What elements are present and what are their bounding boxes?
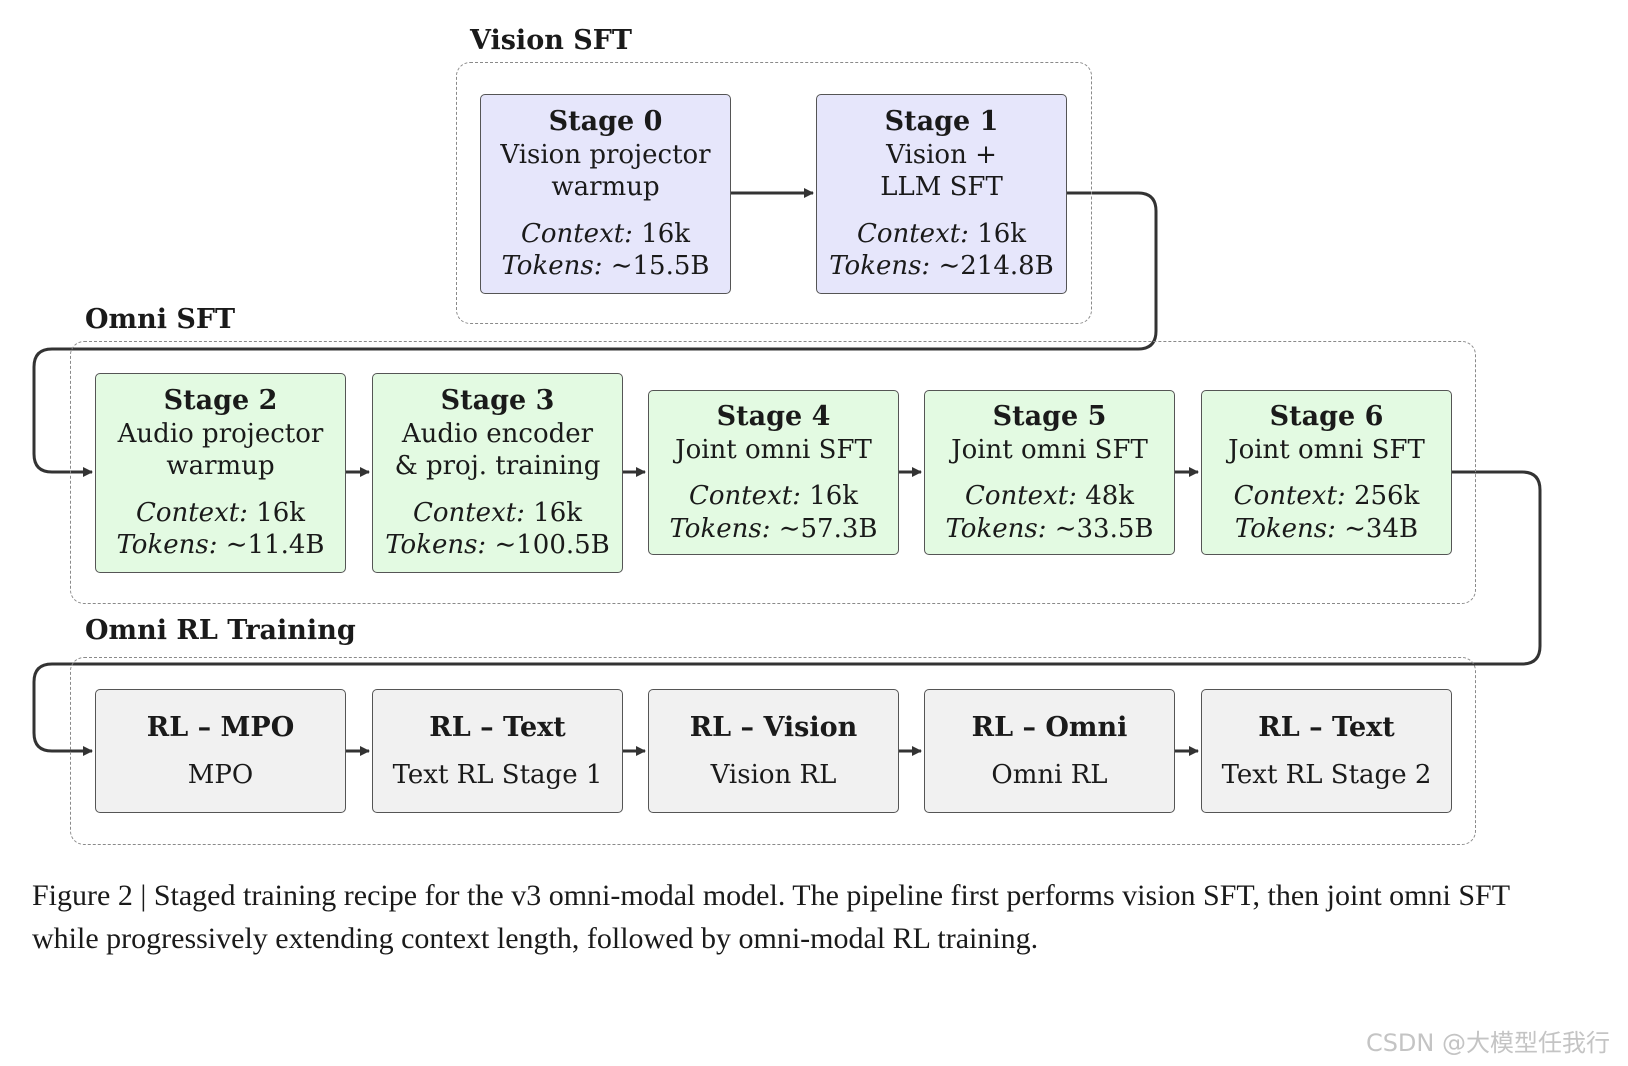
stage-4-meta: Context: 16k Tokens: ∼57.3B — [669, 480, 877, 545]
vision-sft-group — [456, 62, 1092, 324]
context-label: Context: — [856, 218, 969, 249]
tokens-label: Tokens: — [501, 251, 603, 282]
stage-0-context: 16k — [641, 218, 691, 249]
rl-stage-3-title: RL – Vision — [689, 711, 858, 743]
stage-1-desc: Vision + LLM SFT — [880, 139, 1003, 203]
rl-stage-4-box: RL – Omni Omni RL — [924, 689, 1175, 813]
arrow-stage6-to-rl-mpo — [32, 470, 1542, 756]
rl-stage-3-desc: Vision RL — [710, 759, 837, 790]
context-label: Context: — [135, 497, 248, 528]
tokens-label: Tokens: — [945, 513, 1047, 544]
stage-3-desc: Audio encoder & proj. training — [394, 418, 601, 482]
vision-sft-title: Vision SFT — [470, 25, 632, 56]
stage-6-desc: Joint omni SFT — [1228, 434, 1425, 465]
stage-3-tokens: ∼100.5B — [494, 530, 610, 561]
stage-6-meta: Context: 256k Tokens: ∼34B — [1234, 480, 1420, 545]
stage-3-title: Stage 3 — [440, 385, 555, 417]
omni-sft-title: Omni SFT — [85, 304, 236, 335]
stage-4-context: 16k — [809, 481, 859, 512]
stage-2-desc: Audio projector warmup — [117, 418, 324, 482]
rl-stage-5-box: RL – Text Text RL Stage 2 — [1201, 689, 1452, 813]
stage-6-tokens: ∼34B — [1344, 513, 1419, 544]
figure-caption: Figure 2 | Staged training recipe for th… — [32, 879, 1510, 955]
rl-stage-2-box: RL – Text Text RL Stage 1 — [372, 689, 623, 813]
tokens-label: Tokens: — [385, 530, 487, 561]
rl-stage-3-box: RL – Vision Vision RL — [648, 689, 899, 813]
stage-5-box: Stage 5 Joint omni SFT Context: 48k Toke… — [924, 390, 1175, 555]
rl-stage-5-title: RL – Text — [1258, 711, 1395, 743]
context-label: Context: — [520, 218, 633, 249]
stage-1-meta: Context: 16k Tokens: ∼214.8B — [829, 218, 1054, 283]
stage-3-box: Stage 3 Audio encoder & proj. training C… — [372, 373, 623, 573]
omni-rl-group — [70, 657, 1476, 845]
arrow-stage1-to-stage2 — [32, 191, 1158, 477]
context-label: Context: — [412, 497, 525, 528]
stage-4-tokens: ∼57.3B — [778, 513, 878, 544]
stage-5-meta: Context: 48k Tokens: ∼33.5B — [945, 480, 1153, 545]
tokens-label: Tokens: — [1234, 513, 1336, 544]
stage-1-box: Stage 1 Vision + LLM SFT Context: 16k To… — [816, 94, 1067, 294]
stage-4-desc: Joint omni SFT — [675, 434, 872, 465]
stage-0-box: Stage 0 Vision projector warmup Context:… — [480, 94, 731, 294]
rl-stage-2-title: RL – Text — [429, 711, 566, 743]
stage-1-tokens: ∼214.8B — [938, 251, 1054, 282]
stage-6-context: 256k — [1353, 481, 1420, 512]
stage-2-context: 16k — [256, 497, 306, 528]
context-label: Context: — [1233, 481, 1346, 512]
stage-6-box: Stage 6 Joint omni SFT Context: 256k Tok… — [1201, 390, 1452, 555]
stage-1-title: Stage 1 — [884, 106, 999, 138]
stage-5-title: Stage 5 — [992, 400, 1107, 432]
omni-rl-title: Omni RL Training — [85, 615, 356, 646]
stage-0-tokens: ∼15.5B — [610, 251, 710, 282]
rl-stage-1-title: RL – MPO — [146, 711, 295, 743]
omni-sft-group — [70, 341, 1476, 604]
stage-5-tokens: ∼33.5B — [1054, 513, 1154, 544]
stage-5-desc: Joint omni SFT — [951, 434, 1148, 465]
rl-stage-1-desc: MPO — [187, 759, 254, 790]
stage-6-title: Stage 6 — [1269, 400, 1384, 432]
stage-4-title: Stage 4 — [716, 400, 831, 432]
stage-3-context: 16k — [533, 497, 583, 528]
stage-2-tokens: ∼11.4B — [225, 530, 325, 561]
stage-0-meta: Context: 16k Tokens: ∼15.5B — [501, 218, 709, 283]
rl-stage-4-title: RL – Omni — [971, 711, 1128, 743]
context-label: Context: — [688, 481, 801, 512]
rl-stage-2-desc: Text RL Stage 1 — [392, 759, 603, 790]
stage-0-desc: Vision projector warmup — [500, 139, 711, 203]
stage-2-box: Stage 2 Audio projector warmup Context: … — [95, 373, 346, 573]
stage-5-context: 48k — [1085, 481, 1135, 512]
stage-2-meta: Context: 16k Tokens: ∼11.4B — [116, 497, 324, 562]
rl-stage-1-box: RL – MPO MPO — [95, 689, 346, 813]
tokens-label: Tokens: — [829, 251, 931, 282]
stage-0-title: Stage 0 — [548, 106, 663, 138]
tokens-label: Tokens: — [669, 513, 771, 544]
tokens-label: Tokens: — [116, 530, 218, 561]
stage-3-meta: Context: 16k Tokens: ∼100.5B — [385, 497, 610, 562]
rl-stage-5-desc: Text RL Stage 2 — [1221, 759, 1432, 790]
context-label: Context: — [964, 481, 1077, 512]
watermark-text: CSDN @大模型任我行 — [1365, 1029, 1610, 1057]
stage-1-context: 16k — [977, 218, 1027, 249]
rl-stage-4-desc: Omni RL — [991, 759, 1108, 790]
stage-2-title: Stage 2 — [163, 385, 278, 417]
stage-4-box: Stage 4 Joint omni SFT Context: 16k Toke… — [648, 390, 899, 555]
